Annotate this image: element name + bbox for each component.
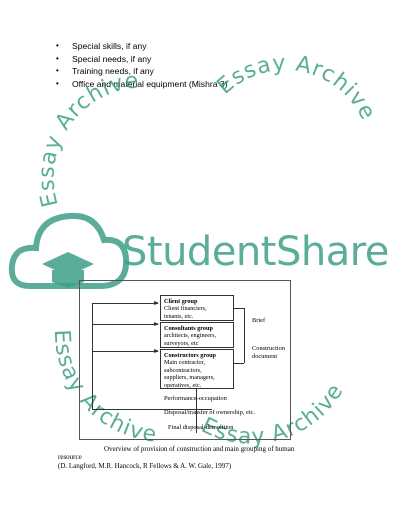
stage-label: Disposal/transfer of ownership, etc. (164, 409, 256, 416)
construction-document-label: Construction document (252, 345, 285, 360)
watermark-stamp-text: Essay Archive (212, 51, 380, 125)
client-group-box: Client group Client financiers, tenants,… (160, 295, 234, 321)
stage-label: Final disposal-demolition (168, 424, 234, 431)
consultants-group-line: architects, engineers, (164, 332, 217, 340)
constructors-group-line: suppliers, managers, (164, 374, 215, 382)
brief-label: Brief (252, 317, 266, 324)
figure-caption: Overview of provision of construction an… (104, 445, 295, 453)
figure-citation: (D. Langford, M.R. Hancock, R Fellows & … (58, 462, 232, 470)
graduation-cap-icon (42, 252, 94, 288)
figure-caption-continued: resource (58, 453, 82, 461)
construction-document-line: Construction (252, 345, 286, 352)
constructors-group-box: Constructors group Main contractor, subc… (160, 349, 234, 389)
bullet-item: Special needs, if any (56, 53, 228, 66)
client-group-line: tenants, etc. (164, 312, 194, 320)
bullet-list: Special skills, if any Special needs, if… (56, 40, 228, 91)
stage-label: Performance-occupation (164, 395, 227, 402)
constructors-group-line: Main contractor, (164, 359, 205, 367)
construction-groups-diagram: Client group Client financiers, tenants,… (79, 280, 291, 440)
consultants-group-line: surveyors, etc (164, 339, 199, 347)
cloud-logo-icon (8, 212, 130, 289)
constructors-group-line: subcontractors, (164, 366, 202, 374)
bullet-item: Office and material equipment (Mishra 3) (56, 78, 228, 91)
client-group-line: Client financiers, (164, 305, 207, 313)
constructors-group-title: Constructors group (164, 352, 216, 359)
consultants-group-title: Consultants group (164, 325, 213, 332)
client-group-title: Client group (164, 298, 198, 305)
constructors-group-line: operatives, etc. (164, 381, 202, 389)
consultants-group-box: Consultants group architects, engineers,… (160, 322, 234, 348)
bullet-item: Special skills, if any (56, 40, 228, 53)
brand-logo-text: StudentShare (122, 229, 389, 275)
construction-document-line: document (252, 352, 278, 360)
watermark-stamp-text: Essay Archive (34, 68, 140, 209)
bullet-item: Training needs, if any (56, 65, 228, 78)
